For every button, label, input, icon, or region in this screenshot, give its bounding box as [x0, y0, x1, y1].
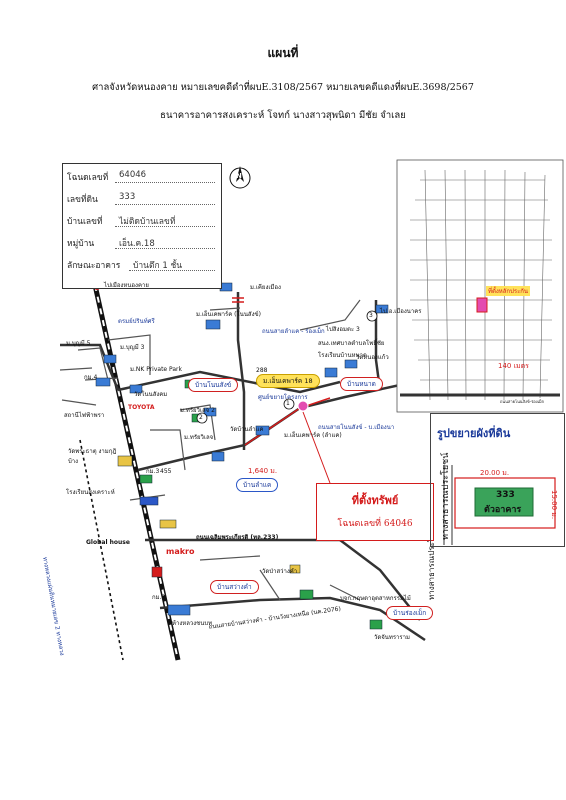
label-km4: กม.4: [84, 374, 98, 381]
info-row-house: บ้านเลขที่ ไม่ติดบ้านเลขที่: [63, 210, 221, 230]
label-hospital: ห้างหลวงชนบท: [172, 620, 213, 627]
label-wat-nong-kaew: วัดหนองแก้ว: [356, 354, 389, 361]
pill-non-sang: บ้านโนนสังข์: [188, 378, 239, 392]
label-amph: บจก.กฤษดาอุตสาหกรรมไม้: [340, 595, 411, 602]
label-distance: 1,640 ม.: [248, 467, 278, 475]
label-moo-enkha: ม.เอ็นเคพาร์ค (โนนสังข์): [196, 311, 261, 318]
road-right-bottom: [339, 539, 421, 621]
label-km2: กม.2: [152, 594, 166, 601]
railway-line: [79, 439, 124, 661]
compass-letter: N: [236, 172, 242, 180]
label-pai-ud: ไปสิงอมตะ 3: [326, 326, 360, 333]
road-label-nonsang: ถนนสายโนนสังข์ - บ.เมืองนา: [318, 424, 395, 431]
info-value: 64046: [119, 170, 147, 180]
label-global-house: Global house: [86, 539, 130, 546]
road-vertical-krueang: [236, 292, 246, 450]
label-school-songkhro: โรงเรียนสงเคราะห์: [66, 489, 115, 496]
property-marker: [297, 400, 309, 412]
property-deed-number: โฉนดเลขที่ 64046: [337, 519, 413, 529]
label-moo-krueang: ม.เคียงเมือง: [250, 284, 281, 291]
info-value: เอ็น.ค.18: [119, 239, 155, 249]
property-location-box: ที่ตั้งทรัพย์ โฉนดเลขที่ 64046: [316, 483, 434, 541]
info-row-landno: เลขที่ดิน 333: [63, 188, 221, 208]
road-upper-left: [60, 343, 120, 391]
pill-ban-rong-mek: บ้านร่องเม็ก: [386, 606, 434, 620]
pill-ban-sawang: บ้านสว่างคำ: [210, 580, 259, 594]
label-distance-minimap: 140 เมตร: [498, 362, 529, 370]
info-label: บ้านเลขที่: [67, 217, 103, 227]
minimap-bottom-road-label: ถนนสายโนนสังข์-ร่องเม็ก: [500, 399, 545, 404]
property-leader-line: [302, 411, 331, 484]
info-value: ไม่ติดบ้านเลขที่: [119, 217, 176, 227]
label-wat-ban-kham: วัดพระธาตุ งามกุฎิบ้าง: [68, 448, 117, 465]
plot-enlarged-box: รูปขยายผังที่ดิน: [430, 413, 565, 547]
marker-number-3: 3: [369, 312, 373, 319]
property-info-table: โฉนดเลขที่ 64046 เลขที่ดิน 333 บ้านเลขที…: [62, 163, 222, 289]
plot-title: รูปขยายผังที่ดิน: [437, 427, 511, 440]
road-label-chaloem: ถนนเฉลิมพระเกียรติ (ทล.233): [196, 534, 279, 541]
label-school-ban-nam: โรงเรียนบ้านหนาด: [318, 352, 367, 359]
label-toyota: TOYOTA: [128, 404, 155, 411]
info-label: ลักษณะอาคาร: [67, 261, 121, 271]
label-wat-non-sangkhom: วัดโนนสังคม: [134, 391, 168, 398]
info-row-building: ลักษณะอาคาร บ้านตึก 1 ชั้น: [63, 254, 221, 274]
label-school-branch: ศูนย์ขยายโครงการ: [258, 394, 308, 401]
pill-ban-nong-kaew: บ้านหนาด: [340, 377, 383, 391]
building-icons: [95, 282, 389, 630]
label-pai-nakhon: ไป อ.เมืองนาคร: [380, 308, 422, 315]
road-lamkae: [117, 370, 341, 394]
label-power: สถานีไฟฟ้าพรา: [64, 412, 105, 419]
label-muboonmee5: ม.บุญมี 5: [66, 340, 91, 347]
label-wat-ban-lamkae: วัดบ้านลำแค: [230, 426, 264, 433]
label-road-number-288: 288: [256, 367, 268, 374]
info-value: 333: [119, 192, 136, 202]
label-police: ตรมย์ปรินท์ศรี: [118, 318, 155, 325]
plot-lot-number: 333: [496, 490, 515, 500]
label-nongkhai: ไปเมืองหนองคาย: [104, 282, 149, 289]
parties-line: ธนาคารอาคารสงเคราะห์ โจทก์ นางสาวสุพนิดา…: [160, 110, 406, 121]
plot-drawing: [443, 465, 556, 545]
plot-building-label: ตัวอาคาร: [484, 505, 522, 515]
plot-road-label: ทางสาธารณประโยชน์: [441, 452, 451, 540]
info-label: เลขที่ดิน: [67, 195, 98, 205]
info-label: โฉนดเลขที่: [67, 173, 109, 183]
plot-width: 20.00 ม.: [480, 469, 510, 477]
label-muboonmee3: ม.บุญมี 3: [120, 344, 145, 351]
plot-depth: 15.00 ม.: [550, 490, 558, 520]
label-wat-pa-sawang: วัดป่าสว่างคำ: [262, 568, 298, 575]
label-nk-private: ม.NK Private Park: [130, 366, 182, 373]
minimap: [396, 159, 564, 413]
road-bansawang: [159, 596, 426, 642]
info-value: บ้านตึก 1 ชั้น: [133, 261, 183, 271]
case-number-line: ศาลจังหวัดหนองคาย หมายเลขคดีดำที่ผบE.310…: [92, 82, 474, 93]
label-sanamhao: สนง.เทศบาลตำบลโพธิ์ชัย: [318, 340, 385, 347]
minimap-collateral-label: ที่ตั้งหลักประกัน: [486, 286, 531, 296]
road-label-lamkae: ถนนสายลำแค - ร่องเม็ก: [262, 328, 325, 335]
label-nedu1: ม.ทรัยวิเลจ: [184, 434, 214, 441]
label-nedu: ม.ทรัยวิเลจ 2: [180, 407, 215, 414]
pill-ban-lamkae: บ้านลำแค: [236, 478, 279, 492]
page-title: แผนที่: [267, 46, 299, 60]
label-makro: makro: [166, 547, 195, 556]
main-highway: [92, 284, 181, 661]
label-moo-enkha2: ม.เอ็นเคพาร์ค (ลำแค): [284, 432, 342, 439]
info-label: หมู่บ้าน: [67, 239, 95, 249]
label-wat-chan: วัดจันทราราม: [374, 634, 410, 641]
property-location-title: ที่ตั้งทรัพย์: [351, 494, 399, 507]
marker-number-1: 1: [286, 400, 290, 407]
compass-rose: [229, 166, 251, 189]
marker-number-2: 2: [199, 414, 203, 421]
label-km3: กม.3: [146, 468, 160, 475]
info-row-village: หมู่บ้าน เอ็น.ค.18: [63, 232, 221, 252]
label-road-number-455: 455: [160, 468, 172, 475]
info-row-deed: โฉนดเลขที่ 64046: [63, 166, 221, 186]
highlight-enkha-18: ม.เอ็นเคพาร์ค 18: [256, 374, 320, 388]
